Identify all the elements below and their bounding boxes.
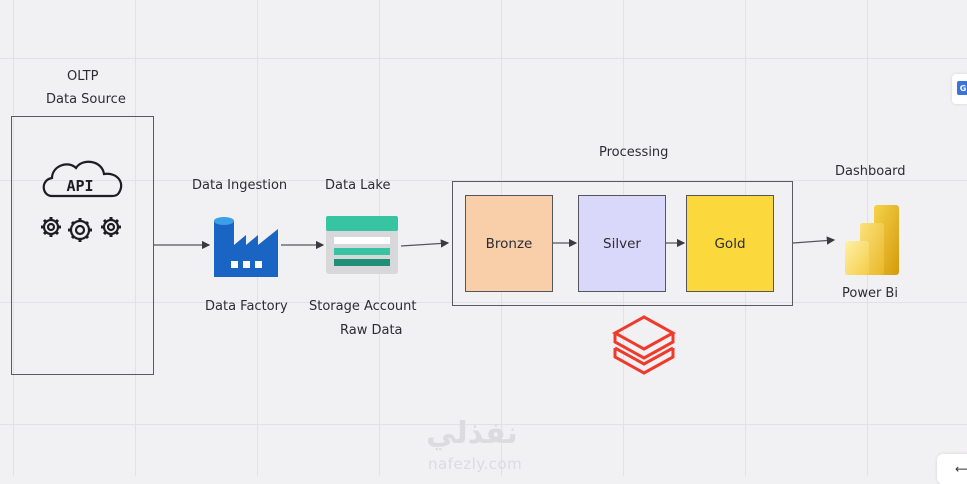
ingestion-title: Data Ingestion: [192, 178, 288, 193]
api-cloud-icon: API: [41, 160, 123, 242]
arrow-processing-to-dashboard: [792, 236, 836, 245]
lake-caption-line1: Storage Account: [309, 299, 417, 314]
bronze-layer[interactable]: Bronze: [465, 195, 553, 292]
ingestion-caption: Data Factory: [205, 299, 288, 314]
silver-layer[interactable]: Silver: [578, 195, 666, 292]
dashboard-caption: Power Bi: [842, 286, 898, 301]
dashboard-title: Dashboard: [835, 164, 906, 179]
silver-label: Silver: [603, 235, 641, 252]
databricks-icon: [612, 315, 676, 375]
source-title-line2: Data Source: [46, 92, 126, 107]
source-box[interactable]: [11, 116, 154, 375]
processing-title: Processing: [599, 145, 669, 160]
lake-caption-line2: Raw Data: [340, 323, 403, 338]
storage-account-icon: [326, 216, 398, 274]
arrow-lake-to-processing: [400, 239, 450, 248]
api-icon-text: API: [66, 177, 93, 195]
watermark-latin: nafezly.com: [428, 455, 523, 473]
arrow-left-icon: ⟵: [955, 462, 967, 476]
power-bi-icon: [845, 205, 899, 275]
bronze-label: Bronze: [485, 235, 533, 252]
processing-container[interactable]: [452, 181, 793, 306]
data-factory-icon: [214, 217, 278, 277]
watermark-arabic: نفذلي: [426, 416, 518, 451]
source-title-line1: OLTP: [67, 69, 99, 84]
corner-toolbar-button[interactable]: ⟵: [937, 454, 967, 484]
gold-layer[interactable]: Gold: [686, 195, 774, 292]
gold-label: Gold: [714, 235, 746, 252]
g-icon: G: [957, 81, 967, 95]
side-panel-button[interactable]: G: [952, 74, 967, 104]
lake-title: Data Lake: [325, 178, 391, 193]
